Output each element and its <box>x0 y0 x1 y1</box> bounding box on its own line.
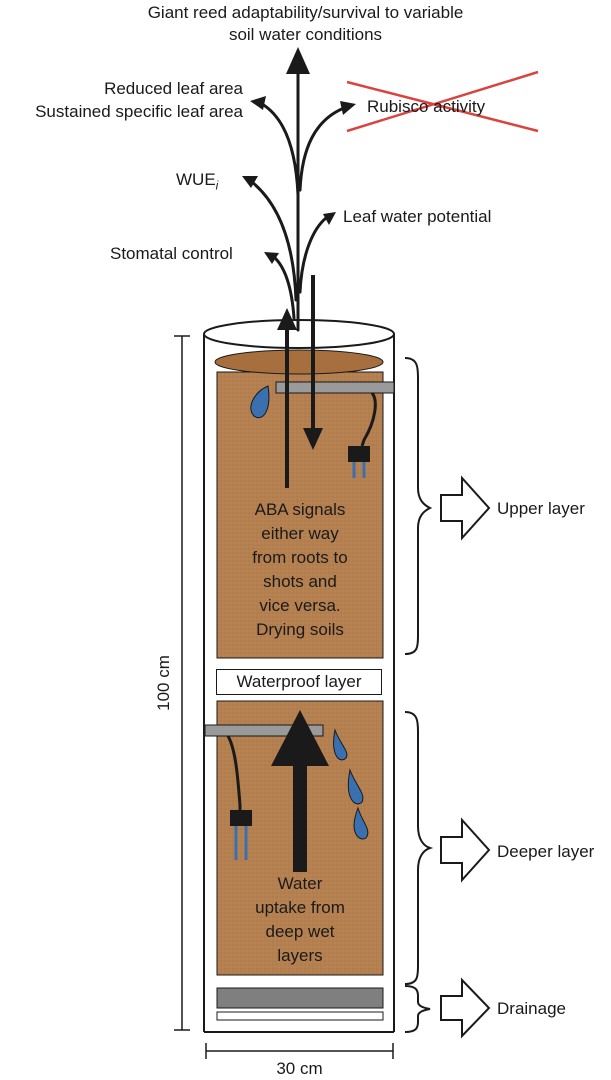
lower-soil-line: layers <box>277 946 323 965</box>
deeper-layer-label: Deeper layer <box>497 842 595 861</box>
drainage-arrow <box>440 977 491 1039</box>
stomatal-control-arrow <box>272 255 296 320</box>
rubisco-label: Rubisco activity <box>367 97 486 116</box>
rubisco-arrowhead <box>340 101 356 115</box>
layer-braces <box>404 357 434 1033</box>
height-label: 100 cm <box>154 655 173 711</box>
drainage-gravel <box>216 987 384 1009</box>
height-dimension <box>174 335 190 1031</box>
upper-soil-line: from roots to <box>252 548 348 567</box>
drop-lower-2 <box>348 768 364 805</box>
drop-upper <box>250 385 270 418</box>
aba-up-arrowhead <box>277 308 297 330</box>
column-rim <box>203 319 395 349</box>
water-uptake-arrow <box>271 710 329 872</box>
column <box>203 319 395 1033</box>
upper-soil-text: ABA signals either way from roots to sho… <box>218 498 382 642</box>
drop-lower-1 <box>333 728 348 761</box>
wue-text: WUE <box>176 170 216 189</box>
layer-arrows <box>440 475 491 1039</box>
rubisco-arrow <box>298 106 346 192</box>
leaf-water-potential-arrow <box>298 216 328 294</box>
drainage-label: Drainage <box>497 999 566 1018</box>
lower-soil-line: deep wet <box>265 922 335 941</box>
width-dimension <box>205 1043 394 1059</box>
leaf-water-potential-arrowhead <box>323 212 336 225</box>
width-label: 30 cm <box>276 1059 323 1078</box>
aba-arrows <box>277 275 323 488</box>
wue-arrowhead <box>242 176 258 188</box>
drainage-base <box>216 1011 384 1021</box>
deeper-layer-arrow <box>440 817 491 883</box>
lower-soil-line: Water <box>277 874 323 893</box>
upper-brace <box>404 357 433 655</box>
leaf-water-potential-label: Leaf water potential <box>343 207 492 226</box>
lower-soil-text: Water uptake from deep wet layers <box>218 872 382 968</box>
deeper-brace <box>404 711 434 985</box>
title-line-2: soil water conditions <box>228 25 383 44</box>
lower-sensor-probe <box>204 724 324 860</box>
lower-soil-line: uptake from <box>255 898 345 917</box>
plant-response-arrows <box>250 70 346 332</box>
upper-soil <box>216 371 384 659</box>
wue-label: WUEi <box>176 169 218 196</box>
sustained-sla-label: Sustained specific leaf area <box>35 102 243 121</box>
waterproof-layer: Waterproof layer <box>216 669 382 695</box>
arrow-heads <box>242 47 356 264</box>
reduced-leaf-area-label: Reduced leaf area <box>104 79 243 98</box>
drainage-brace <box>404 985 431 1033</box>
title-line-1: Giant reed adaptability/survival to vari… <box>147 3 464 22</box>
upper-soil-line: shots and <box>263 572 337 591</box>
drop-lower-3 <box>353 806 369 840</box>
reduced-leaf-area-arrowhead <box>250 96 266 110</box>
wue-subscript: i <box>215 178 219 193</box>
upper-soil-line: Drying soils <box>256 620 344 639</box>
upper-soil-line: either way <box>261 524 339 543</box>
upper-layer-label: Upper layer <box>497 499 585 518</box>
wue-arrow <box>250 180 298 302</box>
water-drops <box>250 385 369 840</box>
stomatal-control-arrowhead <box>264 252 279 264</box>
upper-soil-line: vice versa. <box>259 596 341 615</box>
soil-surface <box>214 349 384 375</box>
rubisco-cross <box>346 70 539 133</box>
stomatal-control-label: Stomatal control <box>110 244 233 263</box>
aba-down-arrowhead <box>303 428 323 450</box>
main-arrowhead <box>286 47 310 74</box>
reduced-leaf-area-arrow <box>260 102 300 197</box>
upper-soil-line: ABA signals <box>254 500 346 519</box>
upper-sensor-probe <box>275 381 395 478</box>
upper-layer-arrow <box>440 475 491 541</box>
